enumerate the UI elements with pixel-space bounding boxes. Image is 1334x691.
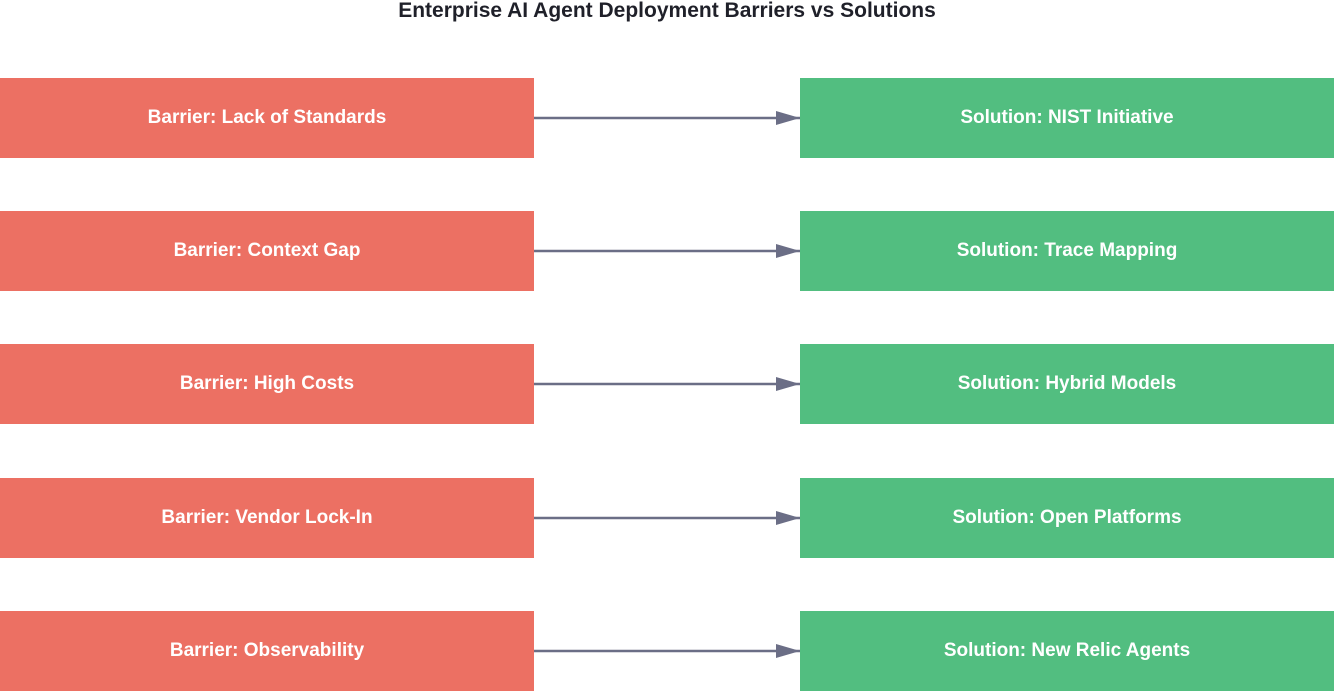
solution-box-new-relic-agents: Solution: New Relic Agents xyxy=(800,611,1334,691)
solution-label: Solution: Open Platforms xyxy=(952,507,1182,528)
barrier-label: Barrier: Context Gap xyxy=(173,240,361,261)
barrier-label: Barrier: Lack of Standards xyxy=(147,107,387,128)
barrier-box-context-gap: Barrier: Context Gap xyxy=(0,211,534,291)
barrier-box-vendor-lock-in: Barrier: Vendor Lock-In xyxy=(0,478,534,558)
barrier-box-observability: Barrier: Observability xyxy=(0,611,534,691)
barrier-label: Barrier: Vendor Lock-In xyxy=(161,507,373,528)
solution-box-open-platforms: Solution: Open Platforms xyxy=(800,478,1334,558)
diagram-title: Enterprise AI Agent Deployment Barriers … xyxy=(398,0,936,22)
solution-box-nist-initiative: Solution: NIST Initiative xyxy=(800,78,1334,158)
solution-label: Solution: Hybrid Models xyxy=(957,373,1177,394)
barrier-label: Barrier: High Costs xyxy=(179,373,355,394)
solution-label: Solution: Trace Mapping xyxy=(956,240,1178,261)
barrier-label: Barrier: Observability xyxy=(169,640,365,661)
barrier-box-high-costs: Barrier: High Costs xyxy=(0,344,534,424)
solution-label: Solution: New Relic Agents xyxy=(943,640,1191,661)
solution-box-hybrid-models: Solution: Hybrid Models xyxy=(800,344,1334,424)
barrier-box-lack-of-standards: Barrier: Lack of Standards xyxy=(0,78,534,158)
solution-box-trace-mapping: Solution: Trace Mapping xyxy=(800,211,1334,291)
solution-label: Solution: NIST Initiative xyxy=(960,107,1174,128)
